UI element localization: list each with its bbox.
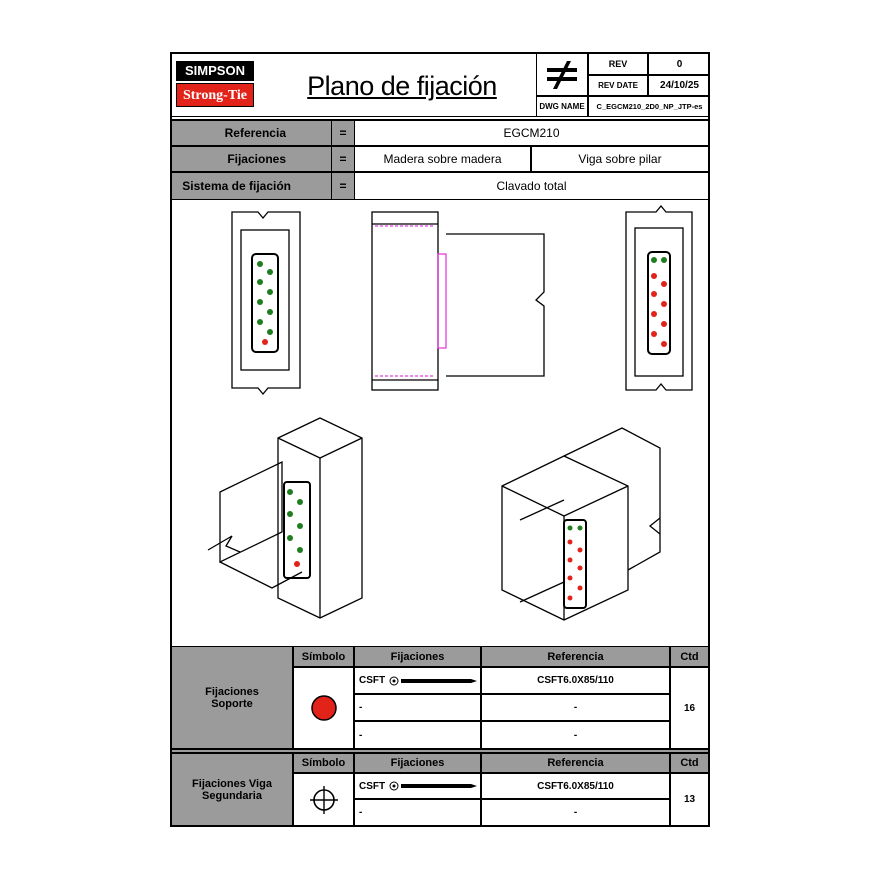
rev-date-label: REV DATE (588, 75, 648, 96)
side-view (371, 211, 545, 391)
table2-header-fixing: Fijaciones (354, 753, 481, 773)
dwg-name-label: DWG NAME (536, 96, 588, 116)
screw-icon (389, 781, 478, 791)
info-value-sistema: Clavado total (354, 172, 708, 200)
not-equal-icon (536, 54, 588, 96)
table1-header-reference: Referencia (481, 646, 670, 667)
green-nail-markers (257, 257, 667, 553)
table2-row1-fixing-text: CSFT (359, 780, 386, 792)
table2-symbol-cell (293, 773, 354, 825)
table1-row3-fixing: - (354, 721, 481, 749)
isometric-view-beam (501, 427, 661, 621)
table1-row1-reference: CSFT6.0X85/110 (481, 667, 670, 694)
dwg-name-value: C_EGCM210_2D0_NP_JTP-es (588, 96, 710, 116)
rev-value: 0 (648, 54, 710, 75)
red-circle-icon (310, 695, 337, 721)
table1-row1-fixing-text: CSFT (359, 675, 386, 686)
info-label-referencia: Referencia (172, 120, 332, 146)
drawing-sheet: SIMPSON Strong-Tie Plano de fijación DWG… (170, 52, 710, 827)
info-value-fijaciones-right: Viga sobre pilar (531, 146, 708, 172)
rev-date-value: 24/10/25 (648, 75, 710, 96)
rev-label: REV (588, 54, 648, 75)
green-crosshair-icon (309, 785, 338, 814)
table1-row2-reference: - (481, 694, 670, 721)
brand-logo: SIMPSON Strong-Tie (172, 54, 267, 118)
table2-group-label: Fijaciones Viga Segundaria (172, 753, 293, 825)
table1-row3-reference: - (481, 721, 670, 749)
table2-header-symbol: Símbolo (293, 753, 354, 773)
table2-qty: 13 (670, 773, 708, 825)
table1-header-qty: Ctd (670, 646, 708, 667)
page-title-text: Plano de fijación (307, 70, 497, 101)
logo-strongtie: Strong-Tie (176, 83, 254, 107)
table2-header-qty: Ctd (670, 753, 708, 773)
logo-simpson: SIMPSON (176, 61, 254, 81)
technical-drawing (207, 204, 693, 621)
info-label-fijaciones: Fijaciones (172, 146, 332, 172)
isometric-view-support (207, 417, 363, 619)
info-value-referencia: EGCM210 (354, 120, 708, 146)
table2-row1-reference: CSFT6.0X85/110 (481, 773, 670, 799)
header-divider (172, 116, 708, 120)
info-eq: = (332, 146, 354, 172)
table1-symbol-cell (293, 667, 354, 749)
table1-qty: 16 (670, 667, 708, 749)
info-eq: = (332, 120, 354, 146)
table2-row1-fixing: CSFT (354, 773, 481, 799)
table1-header-symbol: Símbolo (293, 646, 354, 667)
red-nail-markers (262, 273, 667, 601)
info-eq: = (332, 172, 354, 200)
table-divider (172, 749, 708, 753)
table2-row2-fixing: - (354, 799, 481, 825)
table1-group-label: Fijaciones Soporte (172, 646, 293, 749)
info-value-fijaciones-left: Madera sobre madera (354, 146, 531, 172)
table1-row2-fixing: - (354, 694, 481, 721)
front-view-beam (625, 204, 693, 391)
screw-icon (389, 676, 478, 685)
table2-header-reference: Referencia (481, 753, 670, 773)
table2-row2-reference: - (481, 799, 670, 825)
info-label-sistema: Sistema de fijación (172, 172, 332, 200)
page-title: Plano de fijación (267, 54, 537, 118)
table1-header-fixing: Fijaciones (354, 646, 481, 667)
table1-row1-fixing: CSFT (354, 667, 481, 694)
front-view-support (231, 211, 301, 396)
